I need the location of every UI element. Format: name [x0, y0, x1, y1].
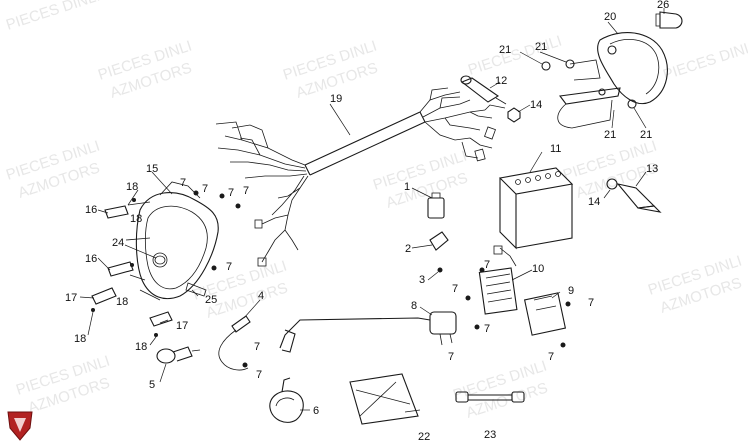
strap-part-23[interactable] [455, 391, 525, 403]
callout-7: 7 [484, 323, 490, 335]
callout-7: 7 [548, 351, 554, 363]
callout-25: 25 [205, 294, 217, 306]
callout-18: 18 [74, 333, 86, 345]
callout-3: 3 [419, 274, 425, 286]
taillight-assembly[interactable] [557, 32, 668, 129]
callout-7: 7 [588, 297, 594, 309]
callout-17: 17 [176, 320, 188, 332]
callout-9: 9 [568, 285, 574, 297]
turn-signal-rear-left[interactable] [460, 75, 507, 105]
regulator-part-10[interactable] [478, 245, 518, 315]
callout-14: 14 [530, 99, 542, 111]
callout-6: 6 [313, 405, 319, 417]
callout-4: 4 [258, 290, 264, 302]
callout-7: 7 [228, 187, 234, 199]
callout-12: 12 [495, 75, 507, 87]
sensor-part-4[interactable] [218, 315, 251, 371]
callout-16: 16 [85, 204, 97, 216]
ignition-coil[interactable] [279, 311, 457, 353]
battery-part-11[interactable] [498, 167, 574, 250]
callout-11: 11 [550, 143, 561, 155]
headlight-assembly[interactable] [125, 181, 219, 301]
callout-15: 15 [146, 163, 158, 175]
watermark-group: PIECES DINLI PIECES DINLI AZMOTORS PIECE… [4, 0, 748, 422]
callout-7: 7 [243, 185, 249, 197]
bracket-part-17[interactable] [91, 287, 173, 327]
horn-part-6[interactable] [269, 377, 304, 423]
nut-part-14[interactable] [507, 107, 521, 123]
callout-7: 7 [226, 261, 232, 273]
callout-16: 16 [85, 253, 97, 265]
cdi-unit-9[interactable] [523, 292, 567, 336]
bulb-socket-25[interactable] [185, 282, 207, 297]
watermark-line1: PIECES DINLI [4, 0, 102, 34]
callout-1: 1 [404, 181, 410, 193]
bracket-part-2[interactable] [429, 231, 449, 251]
callout-24: 24 [112, 237, 124, 249]
azmotors-shield-logo-icon [7, 411, 33, 441]
callout-7: 7 [484, 259, 490, 271]
callout-18: 18 [130, 213, 142, 225]
turn-signal-rear-right[interactable] [606, 178, 662, 213]
callout-labels: 15 7 7 7 7 7 18 16 18 24 16 17 18 25 18 … [65, 0, 669, 443]
callout-21: 21 [604, 129, 616, 141]
callout-7: 7 [256, 369, 262, 381]
callout-17: 17 [65, 292, 77, 304]
callout-7: 7 [180, 177, 186, 189]
callout-8: 8 [411, 300, 417, 312]
callout-18: 18 [135, 341, 147, 353]
callout-2: 2 [405, 243, 411, 255]
callout-18: 18 [126, 181, 138, 193]
callout-19: 19 [330, 93, 342, 105]
bulb-part-26[interactable] [655, 11, 683, 29]
leader-lines [79, 8, 665, 413]
callout-23: 23 [484, 429, 496, 441]
callout-21: 21 [640, 129, 652, 141]
callout-18: 18 [116, 296, 128, 308]
callout-7: 7 [452, 283, 458, 295]
callout-21: 21 [535, 41, 547, 53]
callout-7: 7 [202, 183, 208, 195]
callout-21: 21 [499, 44, 511, 56]
wiring-harness[interactable] [215, 87, 506, 267]
callout-10: 10 [532, 263, 544, 275]
callout-13: 13 [646, 163, 658, 175]
bracket-part-16[interactable] [104, 205, 134, 277]
callout-7: 7 [254, 341, 260, 353]
screw-part-21[interactable] [541, 45, 637, 109]
watermark-line1: PIECES DINLI [661, 37, 748, 83]
callout-14: 14 [588, 196, 600, 208]
headlight-bulb-24[interactable] [152, 252, 168, 268]
callout-5: 5 [149, 379, 155, 391]
turn-signal-front[interactable] [156, 346, 201, 364]
callout-26: 26 [657, 0, 669, 11]
relay-part-1[interactable] [427, 192, 445, 219]
bolts-group [91, 190, 571, 368]
callout-22: 22 [418, 431, 430, 443]
kit-part-22[interactable] [349, 373, 419, 425]
callout-20: 20 [604, 11, 616, 23]
callout-7: 7 [448, 351, 454, 363]
